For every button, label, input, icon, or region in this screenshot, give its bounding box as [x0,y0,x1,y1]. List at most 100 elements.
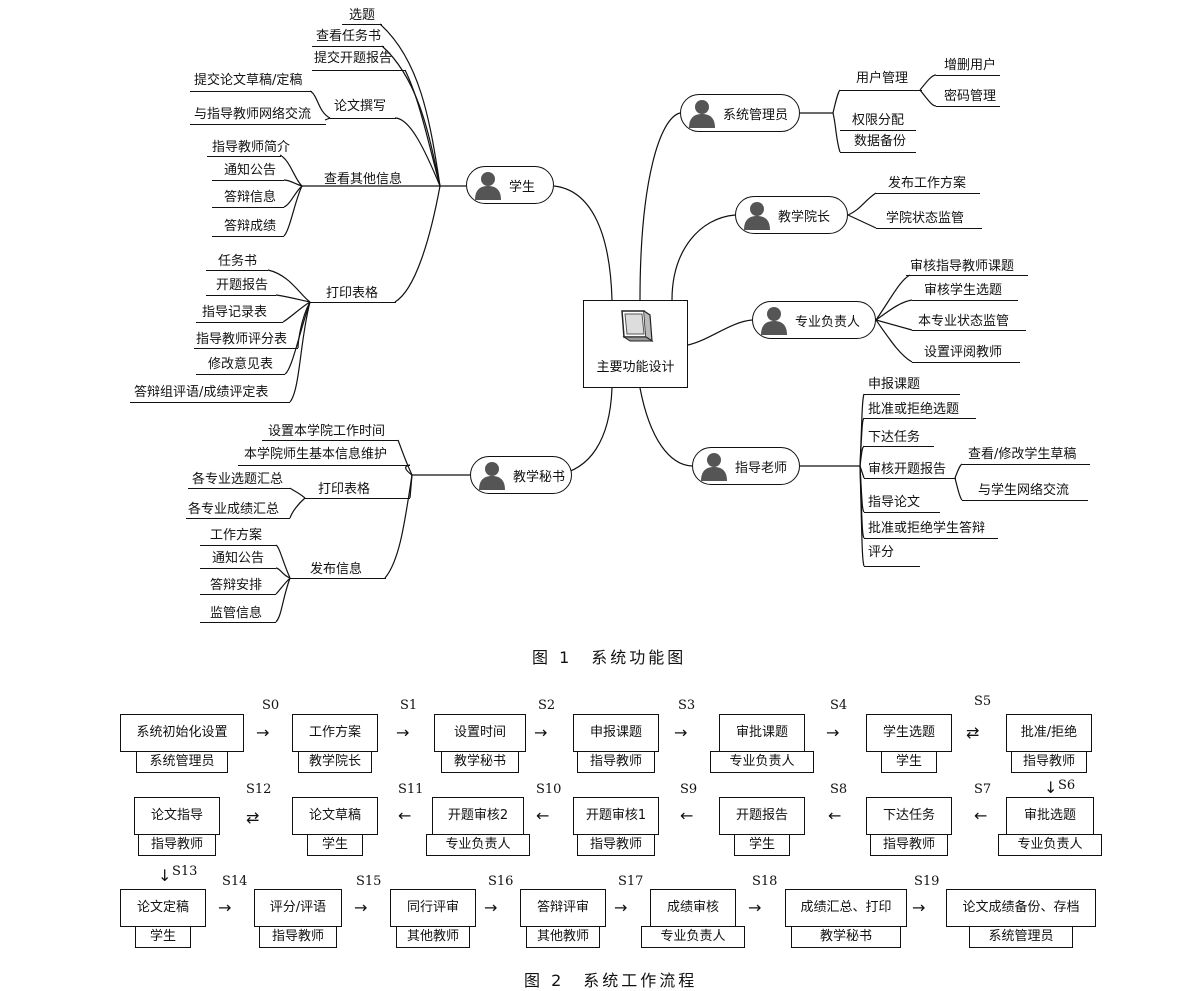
advisor-item-1: 批准或拒绝选题 [868,402,960,417]
flow-arrow-icon: → [218,898,232,917]
step-label-0: S0 [262,698,280,713]
flow-step-0-4: 审批课题 [719,714,805,752]
secretary-publish-notice: 通知公告 [212,551,265,566]
flow-step-1-6: 审批选题 [1006,797,1094,835]
secretary-item-time: 设置本学院工作时间 [268,424,386,439]
step-label-3: S3 [678,698,696,713]
flow-arrow-icon: ← [536,806,550,825]
flow-arrow-icon: → [674,723,688,742]
student-print-defense: 答辩组评语/成绩评定表 [134,385,269,400]
student-print-record: 指导记录表 [202,305,268,320]
admin-users-password: 密码管理 [944,89,997,104]
secretary-publish-defense: 答辩安排 [210,578,263,593]
step-label-17: S17 [618,874,644,889]
flow-step-2-0: 论文定稿 [120,889,206,927]
advisor-child-communicate: 与学生网络交流 [978,483,1070,498]
student-print-label: 打印表格 [326,286,379,301]
user-icon [761,307,787,335]
role-major: 专业负责人 [752,301,876,339]
student-print-taskbook: 任务书 [218,254,258,269]
student-thesis-draft: 提交论文草稿/定稿 [194,73,303,88]
flow-step-2-2: 同行评审 [390,889,476,927]
student-other-intro: 指导教师简介 [212,140,291,155]
advisor-item-0: 申报课题 [868,377,921,392]
step-label-10: S10 [536,782,562,797]
admin-item-permission: 权限分配 [852,113,905,128]
flow-step-role-1-2: 专业负责人 [426,834,530,856]
flow-step-2-6: 论文成绩备份、存档 [946,889,1096,927]
center-label: 主要功能设计 [596,360,675,375]
flow-step-1-4: 开题报告 [719,797,805,835]
flow-step-0-6: 批准/拒绝 [1006,714,1092,752]
flow-step-role-0-4: 专业负责人 [710,751,814,773]
role-student: 学生 [466,166,554,204]
student-other-defense: 答辩信息 [224,190,277,205]
step-label-15: S15 [356,874,382,889]
step-label-12: S12 [246,782,272,797]
student-print-grade: 指导教师评分表 [196,332,288,347]
flow-step-role-0-5: 学生 [881,751,937,773]
secretary-item-info: 本学院师生基本信息维护 [244,447,388,462]
role-advisor-label: 指导老师 [735,460,788,476]
dean-item-monitor: 学院状态监管 [886,211,965,226]
flow-arrow-icon: ← [398,806,412,825]
flow-step-role-2-4: 专业负责人 [641,926,745,948]
flow-arrow-icon: → [748,898,762,917]
flow-step-role-0-2: 教学秘书 [441,751,519,773]
student-print-proposal: 开题报告 [216,278,269,293]
admin-users-label: 用户管理 [856,71,909,86]
step-label-16: S16 [488,874,514,889]
advisor-item-6: 评分 [868,545,895,560]
advisor-item-2: 下达任务 [868,430,921,445]
flow-step-role-0-1: 教学院长 [298,751,372,773]
step-label-18: S18 [752,874,778,889]
step-label-1: S1 [400,698,418,713]
flow-arrow-icon: ⇄ [966,723,980,742]
step-label-7: S7 [974,782,992,797]
flow-step-role-0-0: 系统管理员 [136,751,228,773]
student-other-score: 答辩成绩 [224,219,277,234]
flow-step-1-5: 下达任务 [866,797,952,835]
secretary-print-topics: 各专业选题汇总 [192,472,284,487]
role-secretary: 教学秘书 [470,456,572,494]
flow-step-role-1-1: 学生 [307,834,363,856]
advisor-item-5: 批准或拒绝学生答辩 [868,521,986,536]
advisor-item-4: 指导论文 [868,495,921,510]
flow-step-0-1: 工作方案 [292,714,378,752]
student-other-label: 查看其他信息 [324,172,403,187]
advisor-item-3: 审核开题报告 [868,462,947,477]
role-secretary-label: 教学秘书 [513,469,566,485]
flow-step-role-2-2: 其他教师 [396,926,470,948]
step-label-19: S19 [914,874,940,889]
flow-arrow-icon: → [396,723,410,742]
figure2-caption: 图 2 系统工作流程 [524,971,698,990]
step-label-2: S2 [538,698,556,713]
flow-arrow-icon: → [484,898,498,917]
figure1-caption: 图 1 系统功能图 [532,648,687,667]
student-thesis-communicate: 与指导教师网络交流 [194,107,312,122]
user-icon [479,462,505,490]
flow-step-0-3: 申报课题 [573,714,659,752]
role-advisor: 指导老师 [692,447,800,485]
flow-step-1-0: 论文指导 [134,797,220,835]
user-icon [744,202,770,230]
student-other-notice: 通知公告 [224,163,277,178]
student-item-taskbook: 查看任务书 [316,29,382,44]
student-print-revision: 修改意见表 [208,357,274,372]
flow-step-role-2-3: 其他教师 [526,926,600,948]
secretary-publish-monitor: 监管信息 [210,606,263,621]
flow-step-role-0-3: 指导教师 [577,751,655,773]
secretary-publish-label: 发布信息 [310,562,363,577]
flow-step-2-1: 评分/评语 [254,889,342,927]
student-item-proposal: 提交开题报告 [314,51,393,66]
step-label-14: S14 [222,874,248,889]
major-item-selection: 审核学生选题 [924,283,1003,298]
flow-arrow-icon: → [614,898,628,917]
step-label-13: S13 [172,864,198,879]
flow-step-0-2: 设置时间 [434,714,526,752]
advisor-child-draft: 查看/修改学生草稿 [968,447,1077,462]
flow-step-2-3: 答辩评审 [520,889,606,927]
flow-arrow-icon: → [826,723,840,742]
step-label-9: S9 [680,782,698,797]
